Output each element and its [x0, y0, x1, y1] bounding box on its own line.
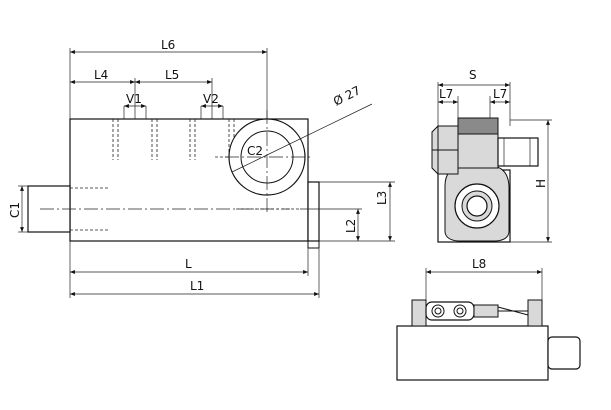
bottom-view-fitting-hole1-inner — [434, 307, 442, 315]
bottom-view-fitting-hole2-inner — [456, 307, 464, 315]
bottom-view-port-boss — [547, 336, 581, 370]
l4-label: L4 — [94, 68, 108, 82]
c2-label: C2 — [247, 144, 263, 158]
side-view: S L7 L7 H — [431, 68, 552, 243]
bottom-view: L8 — [396, 257, 581, 381]
front-view: C2 Ø 27 L6 L4 L5 V1 V2 C1 L3 — [8, 38, 395, 298]
side-view-fitting-body — [457, 133, 499, 169]
bottom-view-stud-right — [527, 299, 543, 327]
front-view-flange — [307, 181, 320, 242]
bottom-view-fitting — [425, 301, 475, 321]
side-view-fitting-tube — [497, 137, 539, 167]
c1-label: C1 — [8, 202, 22, 218]
diameter-leader — [231, 103, 373, 173]
v2-label: V2 — [203, 92, 219, 106]
bottom-view-stud-left — [411, 299, 427, 327]
l2-label: L2 — [344, 219, 358, 233]
l8-label: L8 — [472, 257, 486, 271]
bottom-view-fitting-hole2 — [453, 304, 467, 318]
bottom-view-body — [396, 325, 549, 381]
l6-label: L6 — [161, 38, 175, 52]
l7b-label: L7 — [493, 87, 507, 101]
diameter-label: Ø 27 — [331, 83, 363, 108]
l1-label: L1 — [190, 279, 204, 293]
side-view-fitting-knurl — [457, 117, 499, 135]
h-label: H — [534, 179, 548, 188]
v1-label: V1 — [126, 92, 142, 106]
side-view-port-inner — [466, 195, 488, 217]
bottom-view-tube-edge — [497, 306, 529, 316]
l3-label: L3 — [375, 191, 389, 205]
l7a-label: L7 — [439, 87, 453, 101]
bottom-view-hex — [473, 304, 499, 318]
l-label: L — [185, 257, 192, 271]
l5-label: L5 — [165, 68, 179, 82]
bottom-view-fitting-hole1 — [431, 304, 445, 318]
s-label: S — [469, 68, 477, 82]
